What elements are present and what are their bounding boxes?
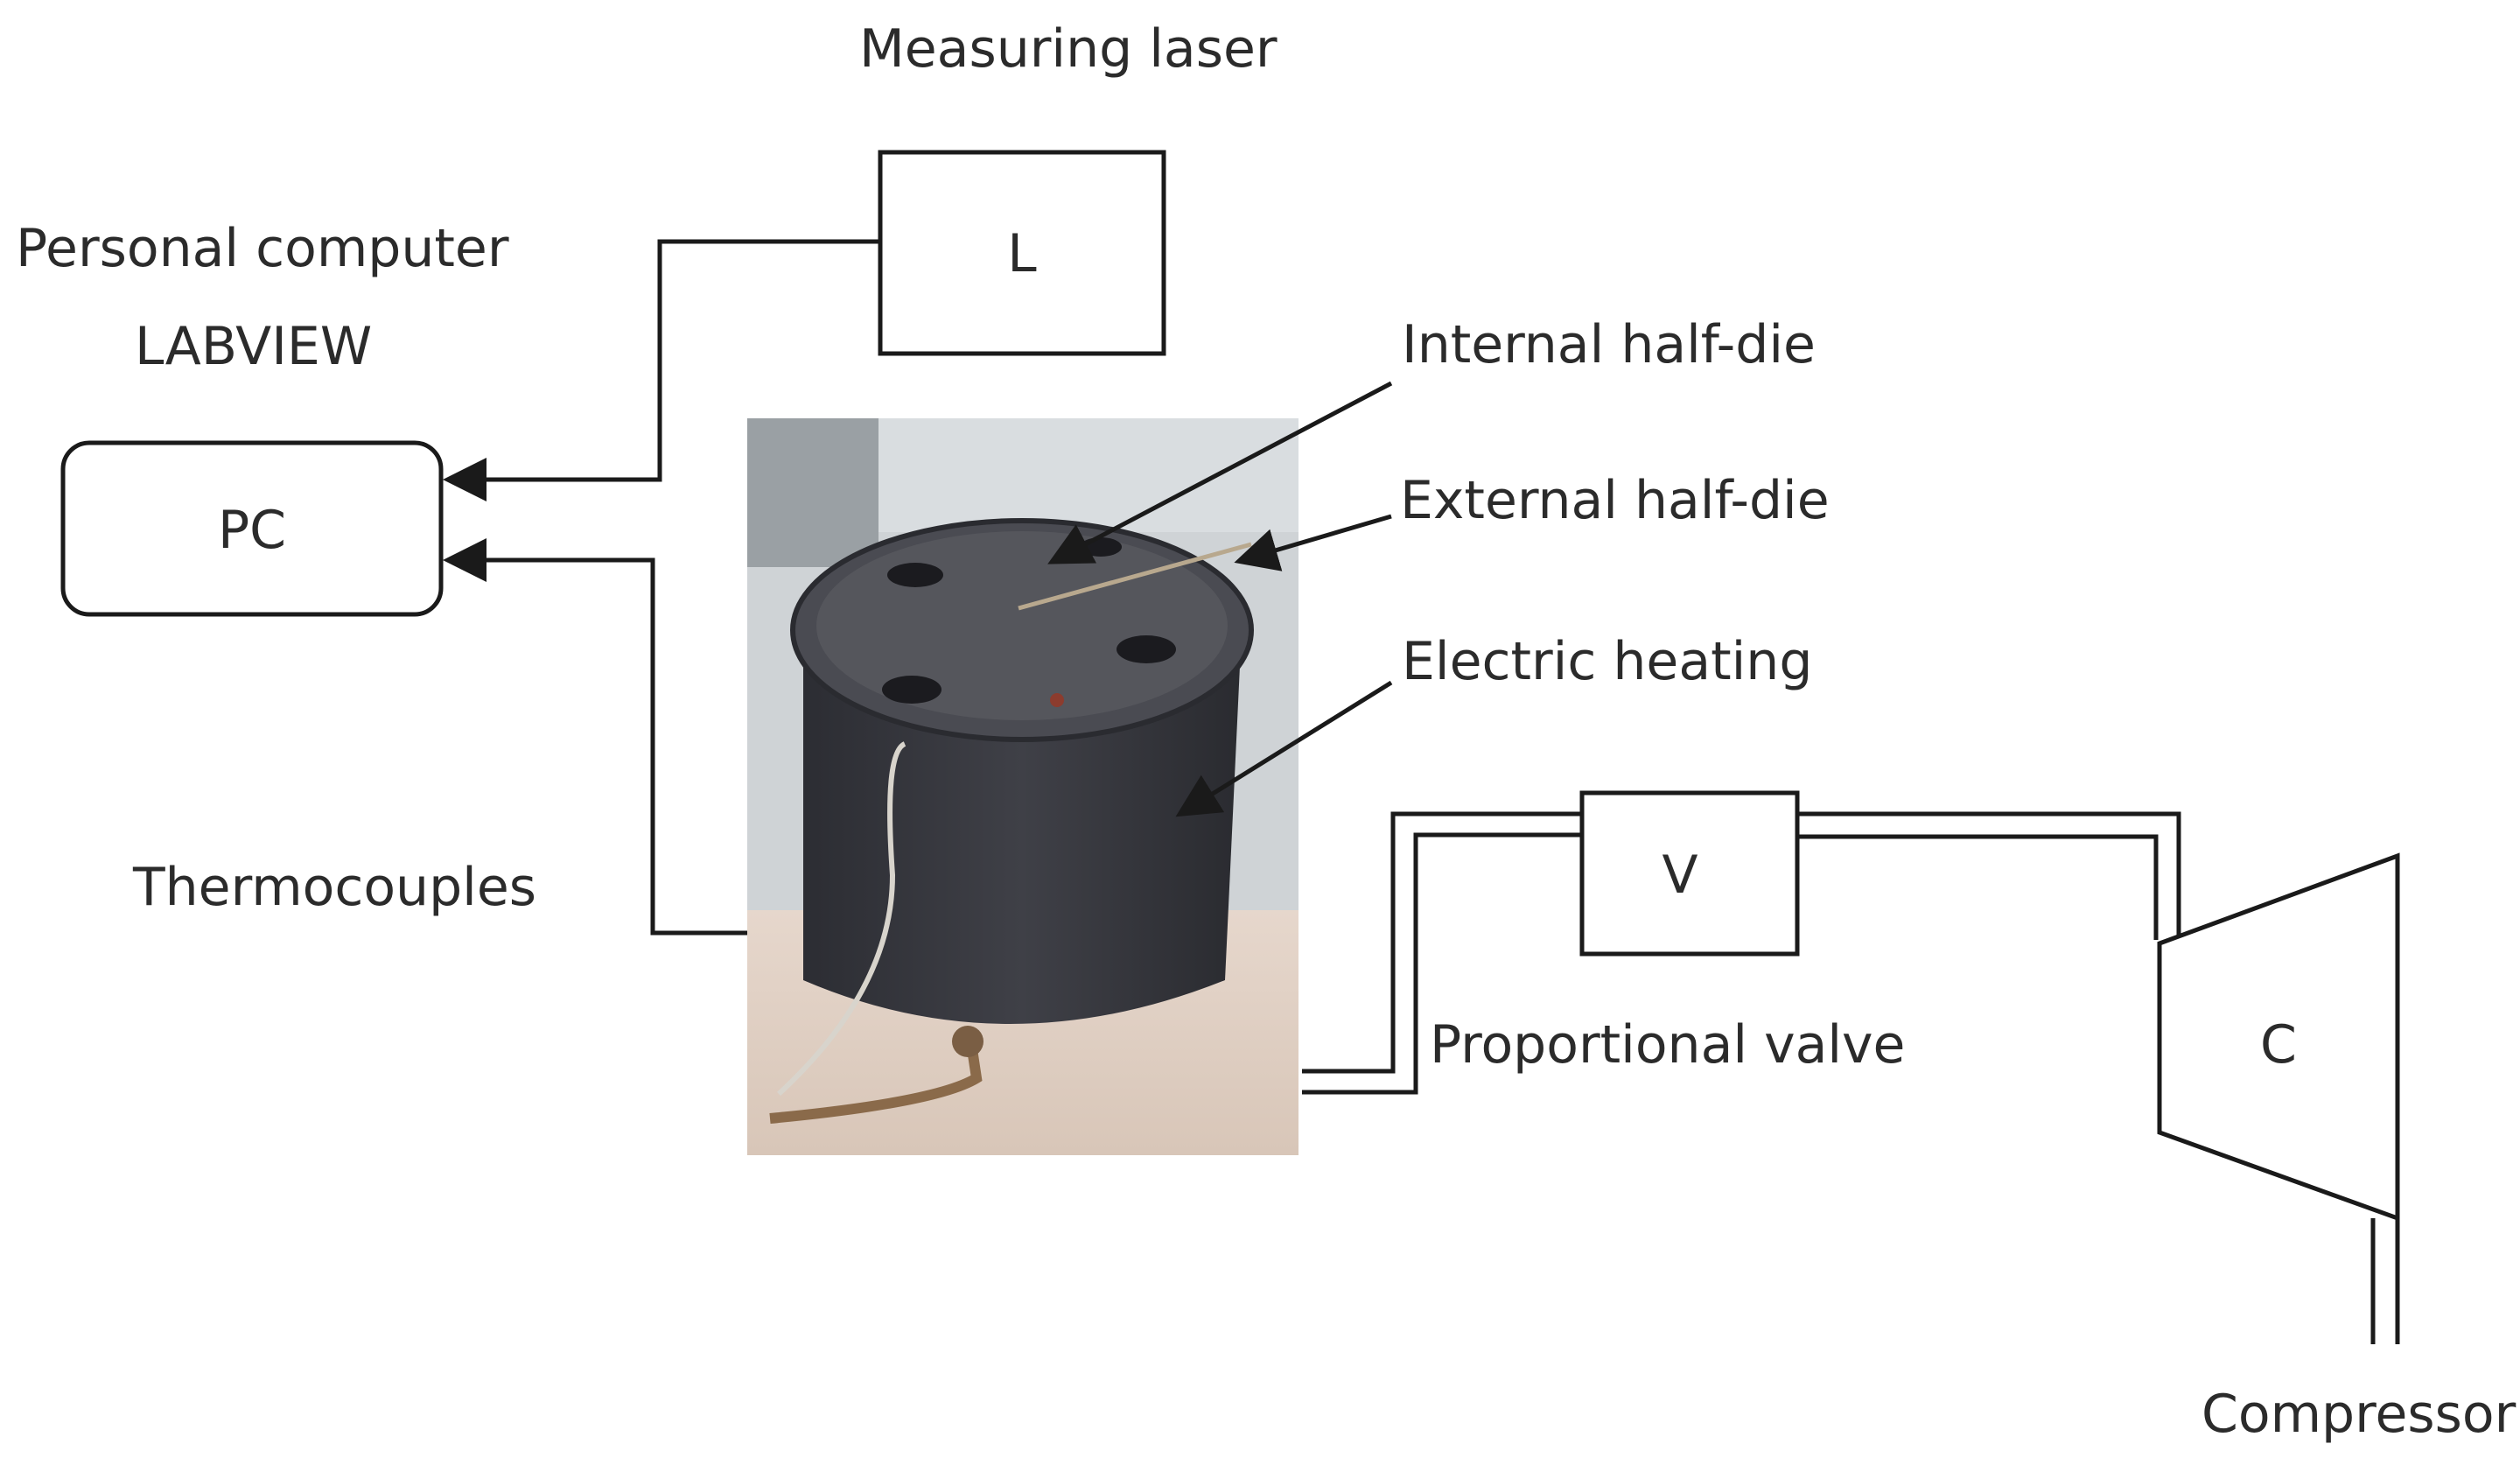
- label-internal-half-die: Internal half-die: [1402, 314, 1816, 375]
- pc-box: [60, 440, 444, 617]
- label-electric-heating: Electric heating: [1402, 631, 1813, 692]
- laser-box: [878, 150, 1166, 356]
- die-dot: [1050, 693, 1064, 707]
- pipe-photo-to-valve-outer: [1302, 811, 1582, 1074]
- label-measuring-laser: Measuring laser: [859, 18, 1278, 80]
- label-thermocouples: Thermocouples: [133, 857, 537, 918]
- label-compressor: Compressor: [2202, 1384, 2516, 1445]
- bottom-fitting: [769, 1042, 983, 1124]
- die-hole: [1080, 537, 1122, 557]
- die-hole: [882, 676, 942, 704]
- label-personal-computer: Personal computer: [16, 218, 509, 279]
- die-hole: [887, 563, 943, 587]
- die-hole: [1116, 635, 1176, 663]
- arrow-external-half-die: [1234, 514, 1392, 571]
- bottom-nut: [952, 1026, 984, 1057]
- photo-wall: [878, 418, 1298, 532]
- laser-letter: L: [1007, 223, 1037, 284]
- pipe-valve-to-compressor-outer: [1797, 811, 2181, 936]
- thermocouple-wire: [776, 741, 906, 1097]
- label-external-half-die: External half-die: [1400, 470, 1830, 531]
- die-photo: [747, 418, 1298, 1155]
- valve-letter: V: [1662, 845, 1698, 906]
- arrow-internal-half-die: [1047, 381, 1393, 564]
- label-labview: LABVIEW: [135, 316, 373, 377]
- pipe-valve-to-compressor-inner: [1797, 834, 2159, 940]
- label-proportional-valve: Proportional valve: [1430, 1014, 1906, 1076]
- valve-box: [1579, 790, 1800, 957]
- laser-to-pc-line: [443, 239, 880, 501]
- pipe-photo-to-valve-inner: [1302, 832, 1582, 1095]
- photo-cabinet: [747, 418, 878, 567]
- arrow-electric-heating: [1175, 680, 1393, 817]
- top-wire: [1018, 542, 1252, 611]
- die-body: [803, 648, 1241, 1024]
- pc-letter: PC: [217, 500, 287, 561]
- die-top-inner: [816, 531, 1228, 720]
- compressor-letter: C: [2260, 1014, 2297, 1076]
